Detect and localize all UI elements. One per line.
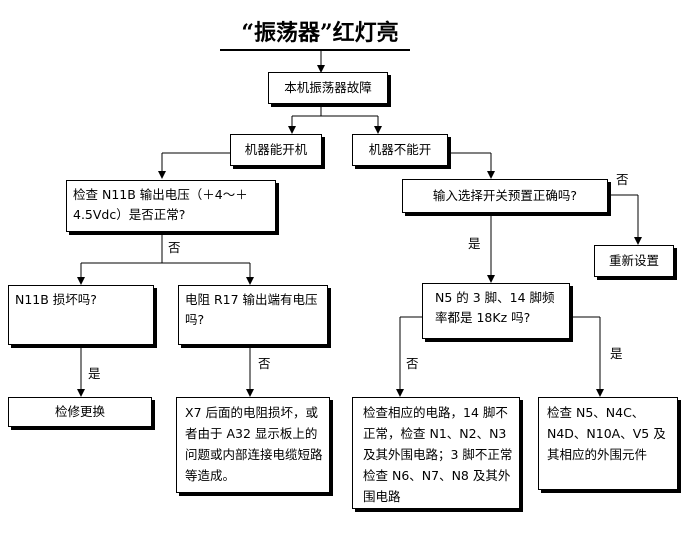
node-n5-freq: N5 的 3 脚、14 脚频率都是 18Kz 吗?: [422, 283, 570, 339]
node-can-power-on: 机器能开机: [230, 134, 322, 166]
node-x7-resistor: X7 后面的电阻损坏，或者由于 A32 显示板上的问题或内部连接电缆短路等造成。: [176, 397, 330, 493]
edge-label-yes-2: 是: [88, 366, 101, 381]
node-repair: 检修更换: [8, 397, 152, 427]
node-cannot-power-on: 机器不能开: [352, 134, 448, 166]
diagram-title: “振荡器”红灯亮: [241, 20, 399, 46]
node-fault: 本机振荡器故障: [268, 72, 388, 104]
node-n11b-broken: N11B 损坏吗?: [8, 285, 154, 345]
node-check-n11b: 检查 N11B 输出电压（＋4～＋4.5Vdc）是否正常?: [66, 180, 276, 232]
node-check-n5: 检查 N5、N4C、N4D、N10A、V5 及其相应的外围元件: [538, 397, 678, 490]
edge-label-no-3: 否: [258, 356, 271, 371]
node-reset: 重新设置: [594, 245, 674, 277]
title-underline: [220, 49, 410, 51]
edge-label-no-1: 否: [616, 172, 629, 187]
node-r17-voltage: 电阻 R17 输出端有电压吗?: [178, 285, 328, 345]
edge-label-yes-1: 是: [468, 236, 481, 251]
node-check-circuits: 检查相应的电路，14 脚不正常，检查 N1、N2、N3 及其外围电路；3 脚不正…: [352, 397, 520, 509]
edge-label-yes-3: 是: [610, 346, 623, 361]
edge-label-no-4: 否: [406, 356, 419, 371]
node-input-select: 输入选择开关预置正确吗?: [402, 179, 608, 213]
edge-label-no-2: 否: [168, 240, 181, 255]
